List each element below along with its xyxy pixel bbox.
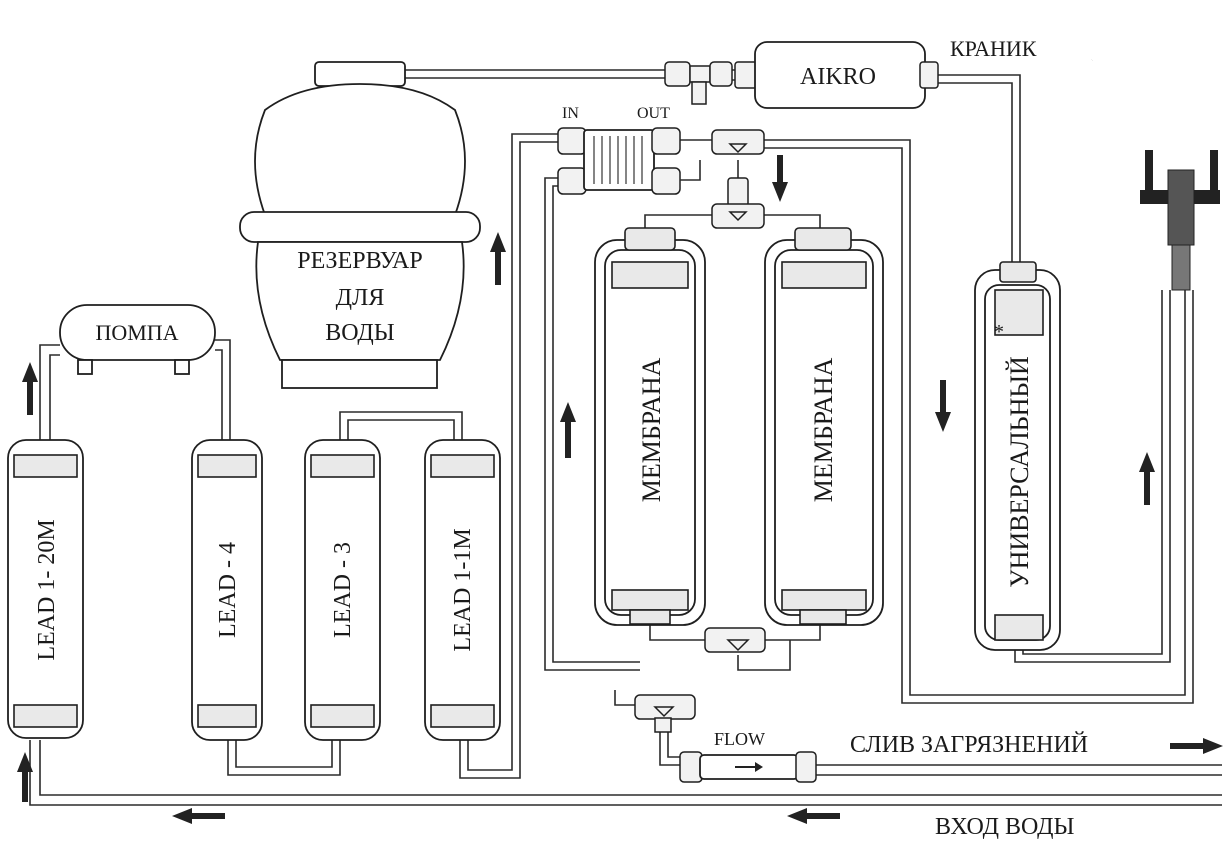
out-label: OUT <box>637 105 670 122</box>
arrow-up-lead1-top <box>22 362 38 415</box>
lead-4-label: LEAD - 4 <box>215 542 241 638</box>
universal-filter: УНИВЕРСАЛЬНЫЙ * <box>974 261 1061 651</box>
arrow-down-membrane <box>772 155 788 202</box>
lead-1-20m-filter: LEAD 1- 20M <box>7 439 84 739</box>
lead-4-filter: LEAD - 4 <box>191 439 263 741</box>
faucet-label: КРАНИК <box>950 36 1037 61</box>
water-tank: РЕЗЕРВУАР ДЛЯ ВОДЫ <box>239 61 481 389</box>
in-label: IN <box>562 105 579 122</box>
arrow-up-tank <box>490 232 506 285</box>
membrane-2: МЕМБРАНА <box>764 227 884 626</box>
tank-label-line2: ДЛЯ <box>336 285 385 311</box>
flow-arrows <box>17 155 1223 824</box>
universal-mark: * <box>994 321 1004 343</box>
aikro-filter: AIKRO <box>734 41 939 109</box>
faucet <box>1090 12 1220 291</box>
flow-restrictor: FLOW <box>679 729 817 783</box>
flush-block: IN OUT <box>557 105 765 229</box>
pump: ПОМПА <box>59 304 216 375</box>
arrow-up-faucet <box>1139 452 1155 505</box>
tank-tee-fitting <box>664 61 733 105</box>
membrane-2-label: МЕМБРАНА <box>809 358 838 503</box>
arrow-left-bottom-2 <box>787 808 840 824</box>
drain-label: СЛИВ ЗАГРЯЗНЕНИЙ <box>850 732 1088 758</box>
arrow-down-universal <box>935 380 951 432</box>
lead-1-20m-label: LEAD 1- 20M <box>34 519 60 660</box>
pump-label: ПОМПА <box>95 320 178 345</box>
universal-label: УНИВЕРСАЛЬНЫЙ <box>1005 356 1034 588</box>
water-in-label: ВХОД ВОДЫ <box>935 814 1075 840</box>
lead-3-label: LEAD - 3 <box>330 542 356 638</box>
flow-label: FLOW <box>714 729 765 749</box>
lead-3-filter: LEAD - 3 <box>304 439 381 741</box>
pipes <box>29 69 1222 806</box>
membrane-1-label: МЕМБРАНА <box>637 358 666 503</box>
membrane-1: МЕМБРАНА <box>594 227 706 626</box>
lead-1-1m-label: LEAD 1-1M <box>450 528 476 651</box>
arrow-up-membrane <box>560 402 576 458</box>
arrow-right-drain <box>1170 738 1223 754</box>
tank-label-line3: ВОДЫ <box>325 320 395 346</box>
aikro-label: AIKRO <box>800 64 876 90</box>
arrow-up-lead1-bottom <box>17 752 33 802</box>
arrow-left-bottom-1 <box>172 808 225 824</box>
bottom-tee-fittings <box>634 627 766 733</box>
lead-1-1m-filter: LEAD 1-1M <box>424 439 501 741</box>
tank-label-line1: РЕЗЕРВУАР <box>297 248 422 274</box>
